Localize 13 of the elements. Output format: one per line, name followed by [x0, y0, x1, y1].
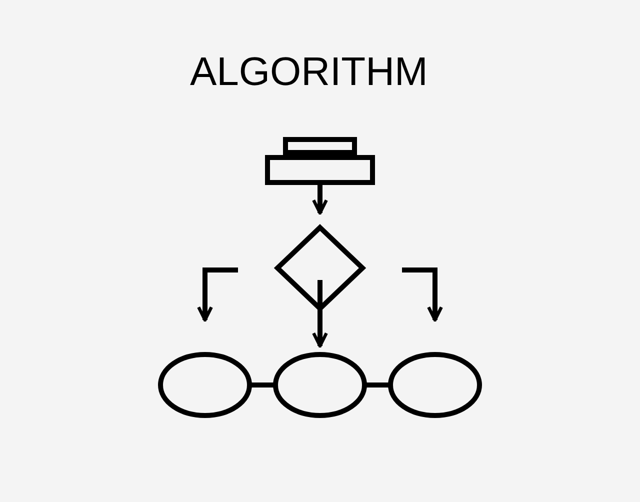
decision-diamond: [275, 225, 365, 311]
connector-line: [366, 382, 389, 388]
arrow: [197, 268, 238, 322]
connector-line: [251, 382, 274, 388]
arrow: [312, 280, 328, 348]
arrow: [402, 268, 443, 322]
title: ALGORITHM: [190, 50, 428, 95]
process-box: [265, 155, 375, 185]
arrow: [312, 185, 328, 215]
terminal-ellipse: [158, 352, 252, 418]
process-box: [283, 137, 357, 155]
terminal-ellipse: [273, 352, 367, 418]
terminal-ellipse: [388, 352, 482, 418]
